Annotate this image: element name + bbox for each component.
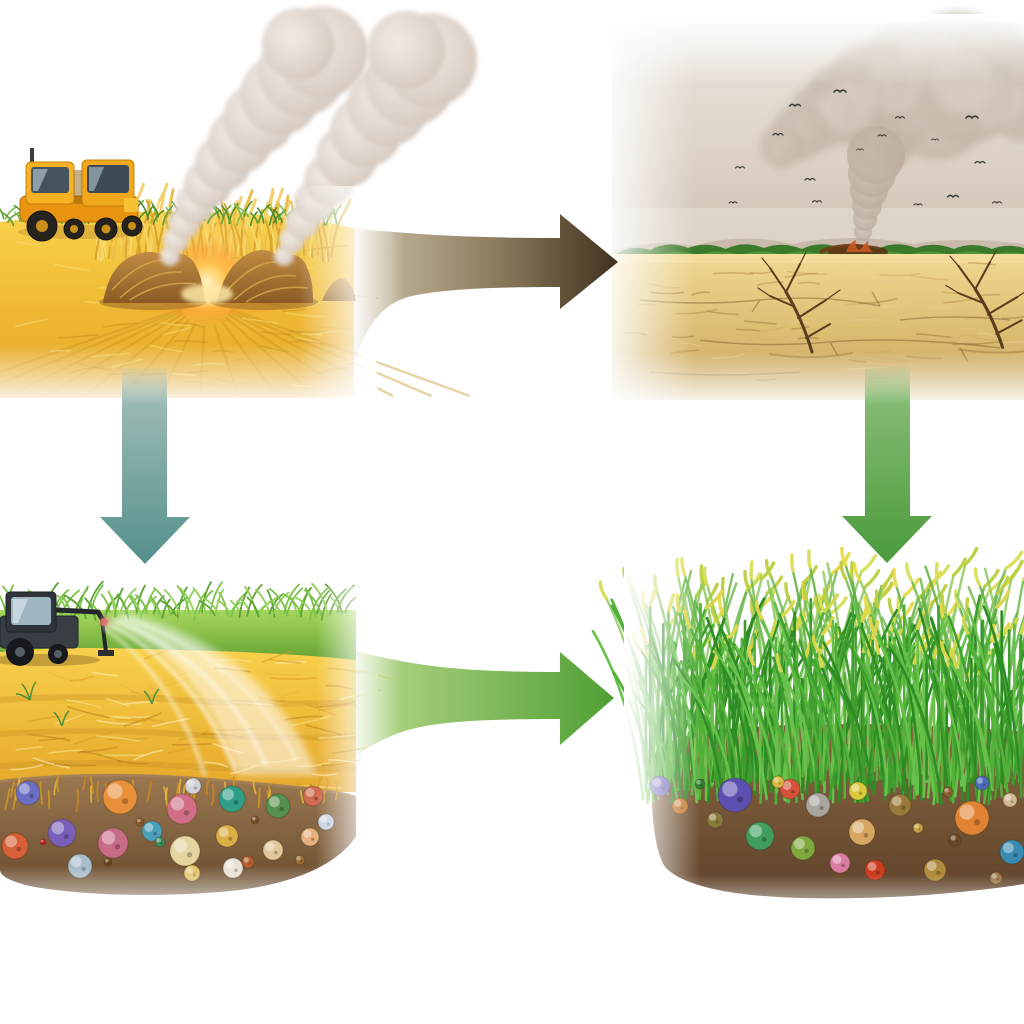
arrow-burning-to-incorporation	[100, 368, 190, 564]
arrow-incorporation-to-healthy	[350, 650, 614, 760]
smoke-plume-right	[274, 11, 477, 266]
edge-fade	[644, 874, 1024, 930]
panel-stubble-burning	[0, 6, 477, 408]
soil-microbes-left	[1, 777, 335, 882]
edge-fade	[598, 352, 1024, 408]
straw-pile-left	[99, 251, 207, 310]
edge-fade	[624, 556, 700, 912]
green-sprouts	[15, 681, 160, 727]
edge-fade	[598, 14, 1024, 84]
fire-core	[181, 284, 233, 304]
panel-healthy-crop	[591, 546, 1024, 930]
soil-top-lip	[612, 254, 1024, 263]
panel-straw-incorporation	[0, 580, 392, 920]
arrow-degradation-to-healthy	[842, 366, 932, 563]
harvester-icon	[18, 148, 143, 242]
spray-mist	[100, 614, 318, 777]
arrow-burning-to-degradation	[350, 214, 618, 370]
edge-fade	[0, 344, 378, 408]
soil-microbes-right	[649, 775, 1024, 885]
edge-fade	[316, 586, 378, 912]
panel-degraded-field	[598, 11, 1024, 410]
edge-fade	[0, 866, 364, 920]
bird-flock	[728, 89, 1003, 206]
sprayer-tractor-icon	[0, 591, 114, 666]
smoke-plume-left	[160, 6, 368, 266]
